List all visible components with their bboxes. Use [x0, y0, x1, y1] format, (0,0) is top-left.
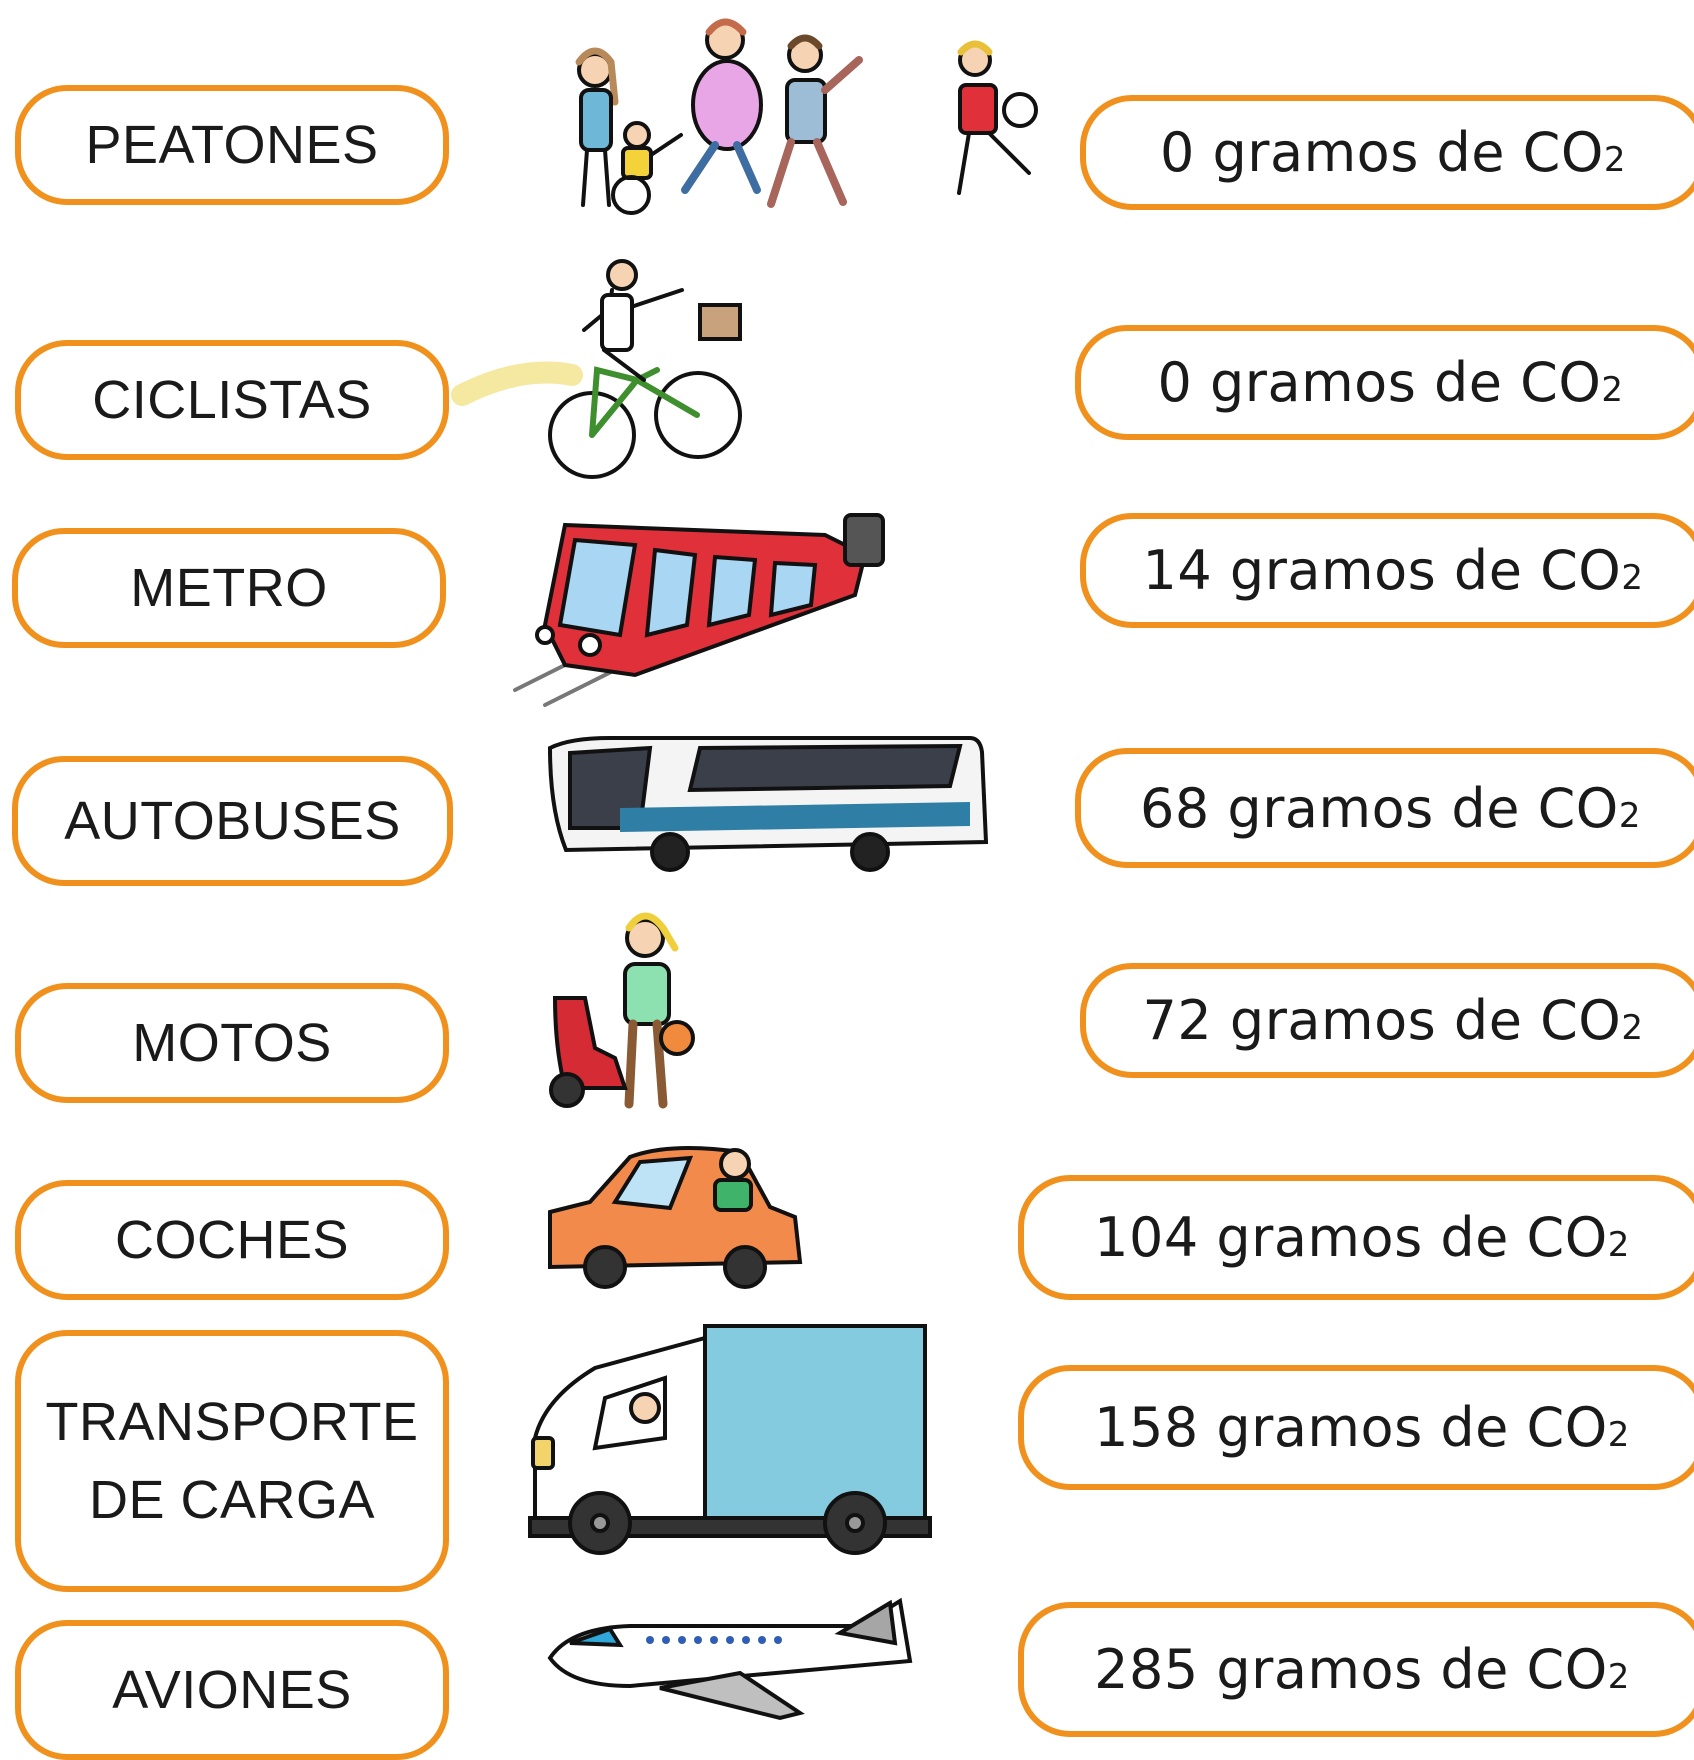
- emission-text: 68 gramos de CO2: [1140, 776, 1641, 840]
- bicycle-icon: [451, 255, 762, 485]
- emission-box: 14 gramos de CO2: [1080, 513, 1694, 628]
- mode-label: AVIONES: [112, 1660, 352, 1720]
- airplane-icon: [540, 1597, 920, 1733]
- mode-label: COCHES: [114, 1210, 350, 1270]
- mode-label-line1: TRANSPORTE: [45, 1392, 419, 1452]
- emission-text: 14 gramos de CO2: [1142, 539, 1644, 602]
- truck-icon: [525, 1318, 935, 1568]
- mode-label: AUTOBUSES: [64, 791, 401, 851]
- emission-text: 0 gramos de CO2: [1159, 121, 1627, 184]
- emission-box: 158 gramos de CO2: [1018, 1365, 1694, 1490]
- emission-box: 0 gramos de CO2: [1080, 95, 1694, 210]
- mode-label-box: CICLISTAS: [15, 340, 449, 460]
- mode-label-line2: DE CARGA: [88, 1470, 376, 1530]
- emission-text: 158 gramos de CO2: [1094, 1396, 1630, 1459]
- emission-box: 104 gramos de CO2: [1018, 1175, 1694, 1300]
- mode-label-box: MOTOS: [15, 983, 449, 1103]
- emission-text: 0 gramos de CO2: [1157, 351, 1624, 414]
- mode-label: MOTOS: [132, 1013, 332, 1073]
- emission-box: 285 gramos de CO2: [1018, 1602, 1694, 1737]
- bus-icon: [540, 728, 990, 878]
- emission-box: 72 gramos de CO2: [1080, 963, 1694, 1078]
- mode-label-box: METRO: [12, 528, 446, 648]
- mode-label-box: COCHES: [15, 1180, 449, 1300]
- emission-box: 68 gramos de CO2: [1075, 748, 1694, 868]
- emission-text: 104 gramos de CO2: [1094, 1206, 1630, 1269]
- scooter-icon: [545, 898, 705, 1113]
- mode-label-box: PEATONES: [15, 85, 449, 205]
- emission-text: 285 gramos de CO2: [1094, 1638, 1630, 1701]
- mode-label: CICLISTAS: [92, 370, 372, 430]
- pedestrians-icon: [565, 10, 1055, 220]
- mode-label: METRO: [130, 558, 328, 618]
- mode-label-box: TRANSPORTE DE CARGA: [15, 1330, 449, 1592]
- emission-text: 72 gramos de CO2: [1142, 989, 1644, 1052]
- mode-label: PEATONES: [85, 115, 379, 175]
- mode-label-box: AVIONES: [15, 1620, 449, 1760]
- car-icon: [545, 1142, 805, 1292]
- emission-box: 0 gramos de CO2: [1075, 325, 1694, 440]
- metro-train-icon: [513, 505, 885, 710]
- mode-label-box: AUTOBUSES: [12, 756, 453, 886]
